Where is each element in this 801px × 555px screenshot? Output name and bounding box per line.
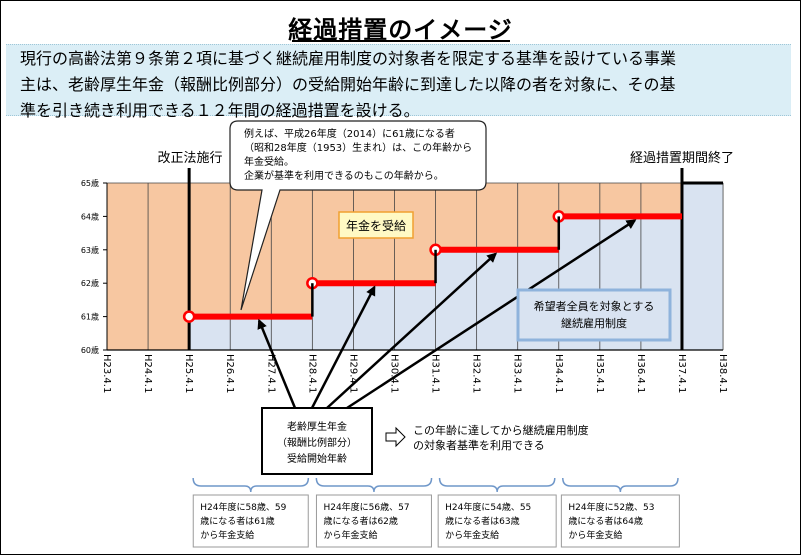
y-tick-label: 63歳 [81, 245, 99, 255]
x-tick-label: H25.4.1 [183, 354, 194, 393]
note-box-line: 歳になる者は61歳 [200, 515, 274, 527]
note-box-line: から年金支給 [445, 529, 499, 541]
y-tick-label: 60歳 [81, 345, 99, 355]
x-tick-label: H27.4.1 [265, 354, 276, 393]
start-age-frame [261, 407, 373, 475]
note-box-line: 歳になる者は64歳 [568, 515, 642, 527]
x-tick-label: H32.4.1 [471, 354, 482, 393]
intro-line: 準を引き続き利用できる１２年間の経過措置を設ける。 [20, 101, 420, 120]
pension-label-box: 年金を受給 [338, 211, 414, 239]
employment-label-line: 希望者全員を対象とする [534, 299, 655, 313]
note-box-line: H24年度に54歳、55 [445, 501, 531, 513]
x-tick-label: H28.4.1 [306, 354, 317, 393]
x-tick-label: H26.4.1 [224, 354, 235, 393]
y-tick-label: 65歳 [81, 178, 99, 188]
example-callout: 例えば、平成26年度（2014）に61歳になる者 （昭和28年度（1953）生ま… [229, 120, 487, 311]
hollow-arrow-icon [385, 426, 406, 448]
title-underline [292, 40, 510, 42]
y-tick-label: 61歳 [81, 312, 99, 322]
bottom-notes: H24年度に58歳、59歳になる者は61歳から年金支給H24年度に56歳、57歳… [192, 477, 680, 548]
arrow-note-line: この年齢に達してから継続雇用制度 [413, 423, 589, 437]
note-box [315, 494, 432, 548]
note-box-line: 歳になる者は62歳 [323, 515, 397, 527]
transition-end-label: 経過措置期間終了 [630, 150, 734, 166]
note-box-line: 歳になる者は63歳 [445, 515, 519, 527]
note-box [437, 494, 557, 548]
brace [562, 477, 679, 493]
pension-age-steps [182, 210, 682, 323]
note-box-line: から年金支給 [323, 529, 377, 541]
x-tick-label: H37.4.1 [676, 354, 687, 393]
intro-line: 主は、老齢厚生年金（報酬比例部分）の受給開始年齢に到達した以降の者を対象に、その… [20, 75, 676, 94]
note-box-line: H24年度に58歳、59 [200, 501, 286, 513]
x-tick-label: H34.4.1 [553, 354, 564, 393]
intro-panel: 現行の高齢法第９条第２項に基づく継続雇用制度の対象者を限定する基準を設けている事… [6, 44, 791, 120]
pointer-arrow [346, 219, 637, 410]
x-tick-label: H29.4.1 [347, 354, 358, 393]
x-tick-label: H33.4.1 [512, 354, 523, 393]
employment-label-line: 継続雇用制度 [561, 316, 627, 330]
page-title: 経過措置のイメージ [288, 16, 513, 44]
employment-label-box: 希望者全員を対象とする 継続雇用制度 [516, 288, 672, 342]
pension-label-text: 年金を受給 [346, 218, 406, 233]
callout-line: 企業が基準を利用できるのもこの年齢から。 [244, 169, 444, 182]
y-axis: 65歳 64歳 63歳 62歳 61歳 60歳 [81, 178, 107, 355]
pointer-arrow [326, 252, 498, 409]
note-box-line: から年金支給 [568, 529, 622, 541]
y-tick-label: 62歳 [81, 278, 99, 288]
x-axis: H23.4.1 H24.4.1 H25.4.1 H26.4.1 H27.4.1 H28.4… [101, 354, 728, 393]
callout-line: 年金受給。 [244, 155, 294, 168]
brace [192, 477, 310, 493]
pension-step-marker [182, 310, 196, 323]
x-tick-label: H31.4.1 [430, 354, 441, 393]
x-tick-label: H38.4.1 [717, 354, 728, 393]
start-age-line: 老齢厚生年金 [287, 420, 347, 433]
start-age-line: （報酬比例部分） [277, 436, 357, 449]
x-tick-label: H35.4.1 [594, 354, 605, 393]
pension-label-frame [338, 211, 414, 239]
pointer-arrows [257, 219, 637, 410]
x-tick-label: H36.4.1 [635, 354, 646, 393]
note-box [192, 494, 309, 548]
start-age-line: 受給開始年齢 [287, 452, 347, 465]
pointer-arrow [310, 285, 376, 409]
intro-line: 現行の高齢法第９条第２項に基づく継続雇用制度の対象者を限定する基準を設けている事… [20, 49, 677, 68]
x-tick-label: H23.4.1 [101, 354, 112, 393]
x-tick-label: H24.4.1 [142, 354, 153, 393]
employment-label-frame [516, 288, 672, 342]
note-box-line: H24年度に56歳、57 [323, 501, 409, 513]
x-tick-label: H30.4.1 [388, 354, 399, 393]
brace [315, 477, 433, 493]
y-tick-label: 64歳 [81, 211, 99, 221]
note-box [560, 494, 680, 548]
note-box-line: H24年度に52歳、53 [568, 501, 654, 513]
callout-line: （昭和28年度（1953）生まれ）は、この年齢から [244, 141, 472, 154]
callout-bubble [229, 120, 487, 311]
note-box-line: から年金支給 [200, 529, 254, 541]
callout-line: 例えば、平成26年度（2014）に61歳になる者 [244, 127, 455, 140]
start-age-box: 老齢厚生年金 （報酬比例部分） 受給開始年齢 [261, 407, 373, 475]
pointer-arrow [257, 318, 297, 409]
arrow-note-line: の対象者基準を利用できる [413, 438, 545, 452]
brace [438, 477, 556, 493]
reform-label: 改正法施行 [157, 151, 222, 166]
